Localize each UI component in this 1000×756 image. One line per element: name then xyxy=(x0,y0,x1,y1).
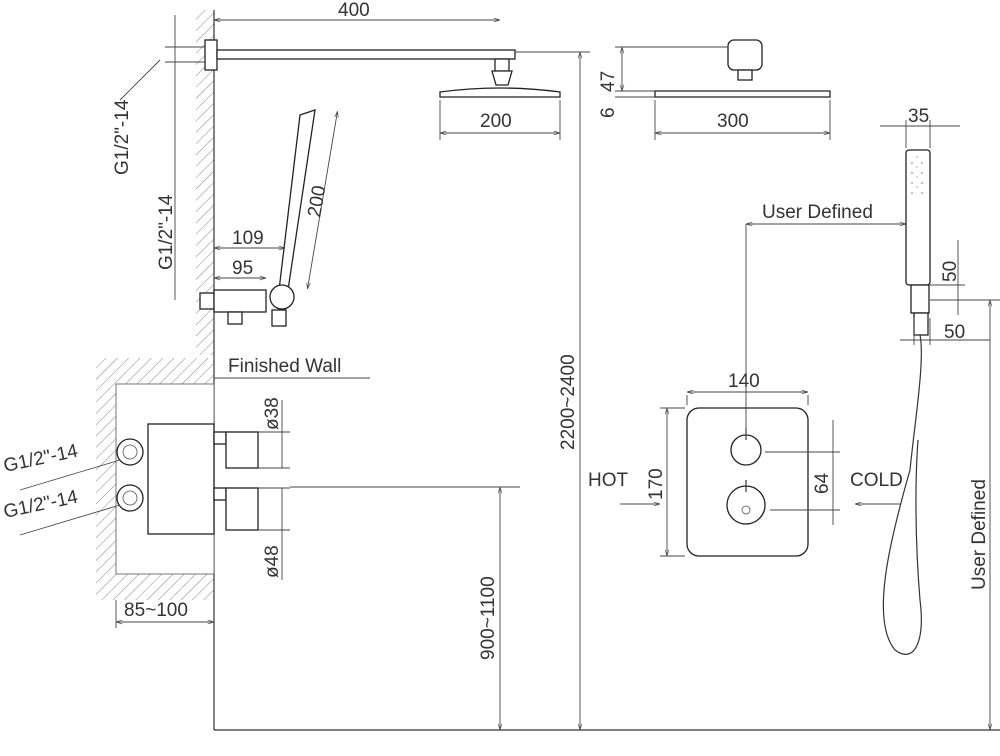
dim-holder-depth: 50 xyxy=(944,322,965,343)
dim-mixer-height: 900~1100 xyxy=(478,576,499,660)
thermostatic-plate-front xyxy=(686,407,809,557)
dim-plate-height: 170 xyxy=(646,468,667,500)
hand-shower-side xyxy=(199,109,316,327)
thread-inlet-cold: G1/2"-14 xyxy=(2,487,81,523)
shower-arm-round-head xyxy=(204,39,561,98)
label-hot: HOT xyxy=(588,470,629,491)
dim-arm-length: 400 xyxy=(338,0,370,21)
dim-head-thickness: 6 xyxy=(598,107,619,118)
square-shower-head xyxy=(654,39,831,98)
dim-head-mount-height: 2200~2400 xyxy=(558,354,579,450)
dim-round-head: 200 xyxy=(480,111,512,132)
dim-user-defined-horizontal: User Defined xyxy=(762,202,873,223)
dim-wall-depth: 85~100 xyxy=(124,600,188,621)
label-cold: COLD xyxy=(850,470,903,491)
dim-knob-38: ø38 xyxy=(262,397,283,430)
hand-shower-front xyxy=(882,149,931,655)
thread-outlet: G1/2"-14 xyxy=(156,194,177,270)
dim-holder-height: 50 xyxy=(940,261,961,282)
dim-knob-48: ø48 xyxy=(262,545,283,578)
thread-inlet-hot: G1/2"-14 xyxy=(2,441,81,477)
thread-arm: G1/2"-14 xyxy=(112,99,133,175)
dim-square-head: 300 xyxy=(717,111,749,132)
dim-hand-width: 35 xyxy=(908,106,929,127)
dim-outlet-95: 95 xyxy=(232,258,253,279)
dim-hand-length: 200 xyxy=(304,184,330,219)
dim-plate-width: 140 xyxy=(728,371,760,392)
dim-user-defined-vertical: User Defined xyxy=(969,479,990,590)
dim-outlet-109: 109 xyxy=(232,228,264,249)
mixer-body xyxy=(116,423,259,535)
label-finished-wall: Finished Wall xyxy=(228,356,341,377)
dim-knob-spacing: 64 xyxy=(812,472,833,494)
dim-head-height: 47 xyxy=(598,71,619,92)
